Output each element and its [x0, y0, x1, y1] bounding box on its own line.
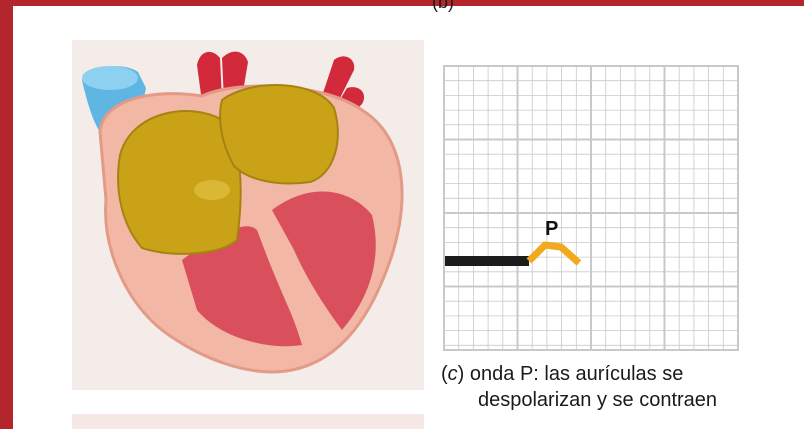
- caption-line-1: onda P: las aurículas se: [470, 363, 683, 385]
- caption-open-paren: (: [441, 363, 448, 385]
- caption-line-2: despolarizan y se contraen: [441, 387, 801, 413]
- atrium-highlight: [194, 180, 230, 200]
- heart-illustration: [72, 40, 424, 390]
- heart-image-bottom-edge: [72, 414, 424, 429]
- vena-cava-opening: [82, 66, 138, 90]
- figure-caption: (c) onda P: las aurículas se despolariza…: [441, 361, 801, 413]
- top-clipped-label: (b): [432, 0, 454, 13]
- ecg-strip: P: [441, 63, 741, 353]
- p-wave-label: P: [545, 218, 558, 240]
- left-atrium: [220, 85, 338, 183]
- left-frame-bar: [0, 0, 13, 429]
- caption-close-paren: ): [458, 363, 465, 385]
- caption-letter: c: [448, 363, 458, 385]
- top-frame-bar: [0, 0, 804, 6]
